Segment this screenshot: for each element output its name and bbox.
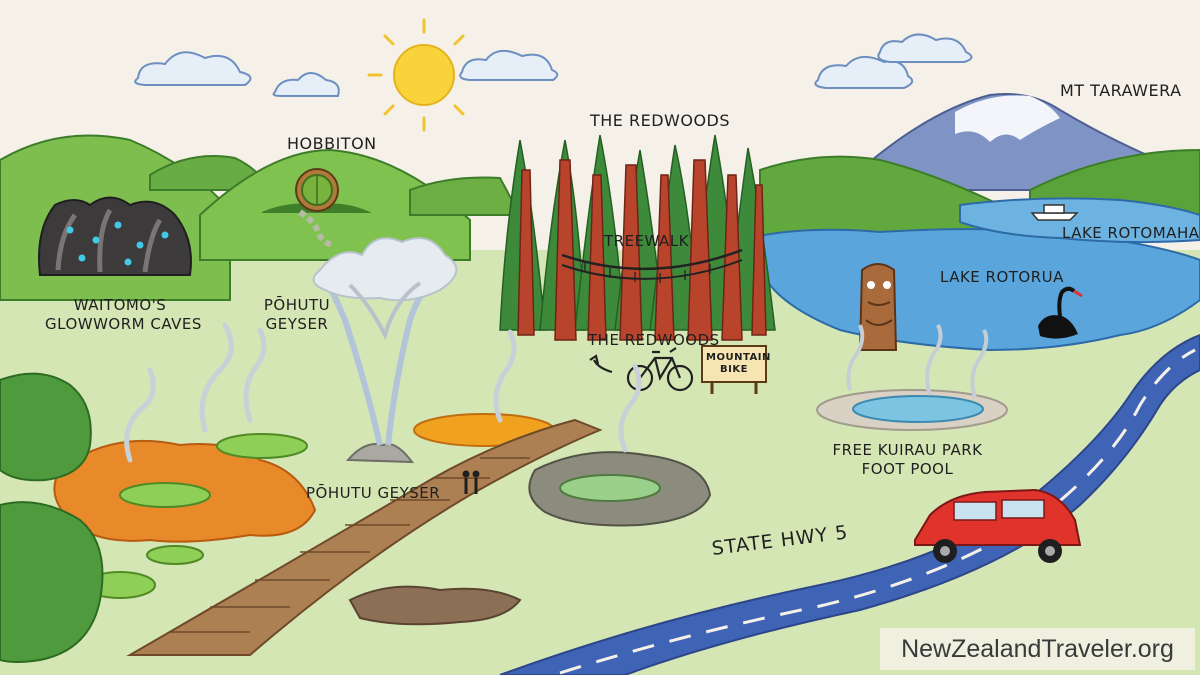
cloud-icon (134, 33, 973, 97)
label-waitomo-line2: GLOWWORM CAVES (45, 315, 202, 333)
waitomo-glowworm-caves (38, 196, 192, 276)
tiki-carving-icon (858, 263, 898, 351)
lake-rotorua (738, 197, 1200, 352)
boardwalk (126, 418, 603, 656)
label-kuirau-line1: FREE KUIRAU PARK (832, 441, 983, 459)
mountain-bike-sign (701, 345, 767, 394)
label-mountain-bike: MOUNTAIN BIKE (706, 352, 771, 376)
label-treewalk: TREEWALK (604, 232, 690, 250)
label-lake-rotorua: LAKE ROTORUA (940, 268, 1064, 286)
label-kuirau-line2: FOOT POOL (861, 460, 954, 478)
label-mt-tarawera: MT TARAWERA (1060, 81, 1182, 100)
swan-icon (1038, 286, 1083, 339)
boat-icon (1030, 204, 1079, 221)
bicycle-icon (589, 347, 694, 392)
label-pohutu-upper: PŌHUTU GEYSER (255, 296, 339, 334)
label-hobbiton: HOBBITON (287, 134, 377, 153)
label-pohutu-upper-line2: GEYSER (265, 315, 329, 333)
hikers-icon (462, 470, 480, 494)
label-mountain-bike-line2: BIKE (720, 364, 748, 375)
pohutu-geyser (312, 237, 458, 464)
hobbit-door-icon (262, 168, 372, 248)
foreground-shrubs (0, 372, 104, 663)
label-kuirau-foot-pool: FREE KUIRAU PARK FOOT POOL (825, 441, 990, 479)
geothermal-pools (53, 413, 712, 626)
label-pohutu-lower: PŌHUTU GEYSER (306, 484, 441, 502)
label-waitomo-line1: WAITOMO'S (73, 296, 167, 314)
brand-link[interactable]: NewZealandTraveler.org (880, 628, 1195, 670)
label-mountain-bike-line1: MOUNTAIN (706, 352, 771, 363)
label-waitomo: WAITOMO'S GLOWWORM CAVES (45, 296, 202, 334)
label-redwoods-top: THE REDWOODS (590, 111, 731, 130)
label-pohutu-upper-line1: PŌHUTU (263, 296, 331, 314)
steam-plumes (124, 322, 642, 463)
label-lake-rotomahana: LAKE ROTOMAHANA (1062, 224, 1200, 242)
label-redwoods-bottom: THE REDWOODS (588, 331, 720, 349)
car-icon (914, 488, 1082, 563)
kuirau-foot-pool (816, 324, 1008, 431)
redwoods-forest (499, 134, 776, 341)
